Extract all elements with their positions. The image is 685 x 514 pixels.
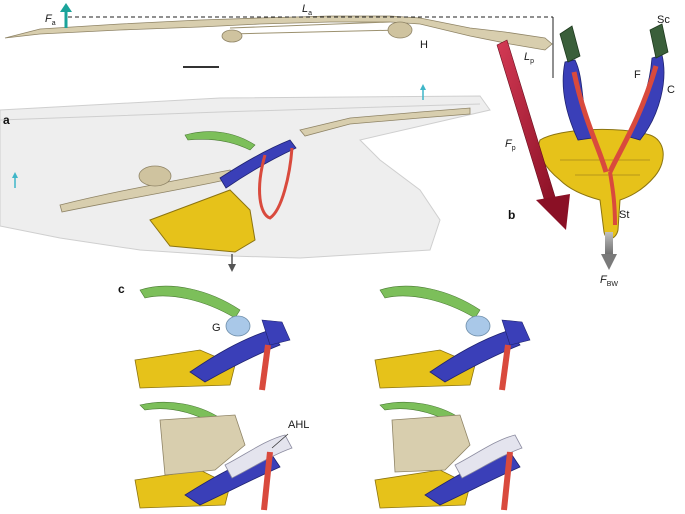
shoulder-view-3 xyxy=(134,401,293,511)
fbw-label: FBW xyxy=(600,274,618,288)
coracoid-label: C xyxy=(667,84,675,96)
la-label: La xyxy=(302,3,312,17)
lift-arrow-left xyxy=(12,172,18,188)
body-weight-arrow xyxy=(228,254,236,272)
sternum-label: St xyxy=(619,209,629,221)
shoulder-view-4 xyxy=(374,401,523,511)
shoulder-view-2 xyxy=(374,285,531,391)
lift-arrow-right xyxy=(420,84,426,100)
pectoral-girdle xyxy=(538,23,669,239)
furcula-label: F xyxy=(634,69,641,81)
wing-skeleton-top xyxy=(4,15,553,68)
shoulder-view-1 xyxy=(134,285,291,391)
fa-arrow xyxy=(60,3,72,28)
panel-c-label: c xyxy=(118,282,125,296)
humerus-label: H xyxy=(420,39,428,51)
scapula-label: Sc xyxy=(657,14,670,26)
panel-b-label: b xyxy=(508,208,515,222)
ahl-label: AHL xyxy=(288,419,309,431)
fp-arrow xyxy=(496,39,570,230)
fbw-arrow xyxy=(601,232,617,270)
panel-a-label: a xyxy=(3,113,10,127)
lp-label: Lp xyxy=(524,51,534,65)
scale-bar xyxy=(183,66,219,68)
glenoid-label: G xyxy=(212,322,221,334)
ahl-leader-line xyxy=(271,433,289,449)
bird-body-panel-a xyxy=(0,84,491,272)
fa-label: Fa xyxy=(45,13,56,27)
fp-label: Fp xyxy=(505,138,516,152)
